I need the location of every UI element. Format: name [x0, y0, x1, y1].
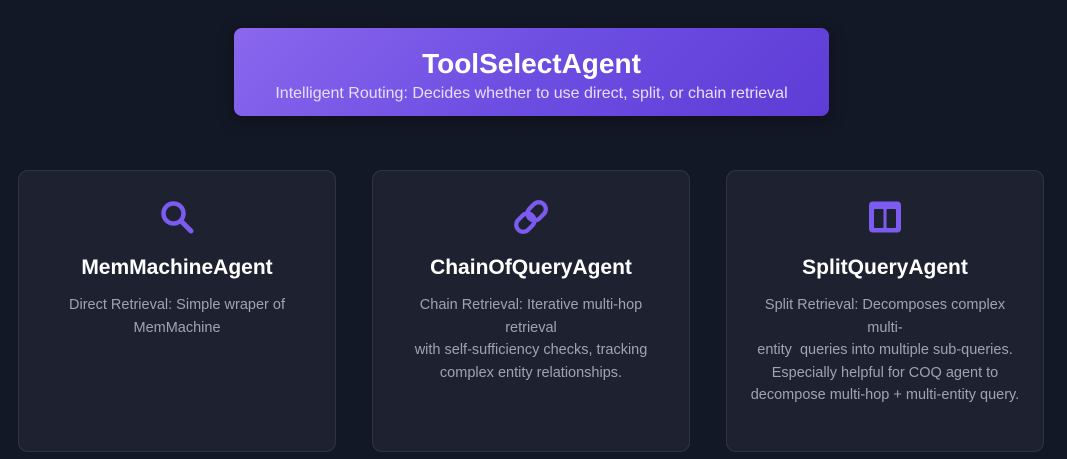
agent-card-memmachine: MemMachineAgent Direct Retrieval: Simple…	[18, 170, 336, 452]
split-columns-icon	[866, 198, 904, 236]
link-icon	[512, 198, 550, 236]
router-subtitle: Intelligent Routing: Decides whether to …	[275, 85, 788, 102]
search-icon	[158, 198, 196, 236]
agent-title: ChainOfQueryAgent	[430, 256, 632, 279]
agent-title: MemMachineAgent	[81, 256, 273, 279]
agent-description: Chain Retrieval: Iterative multi-hop ret…	[414, 297, 648, 381]
agent-card-split-query: SplitQueryAgent Split Retrieval: Decompo…	[726, 170, 1044, 452]
agent-description: Direct Retrieval: Simple wraper of MemMa…	[69, 297, 285, 336]
router-title: ToolSelectAgent	[422, 48, 641, 79]
agent-title: SplitQueryAgent	[802, 256, 968, 279]
agent-card-chain-of-query: ChainOfQueryAgent Chain Retrieval: Itera…	[372, 170, 690, 452]
agent-description: Split Retrieval: Decomposes complex mult…	[750, 297, 1020, 403]
tool-select-agent-box: ToolSelectAgent Intelligent Routing: Dec…	[234, 28, 829, 116]
